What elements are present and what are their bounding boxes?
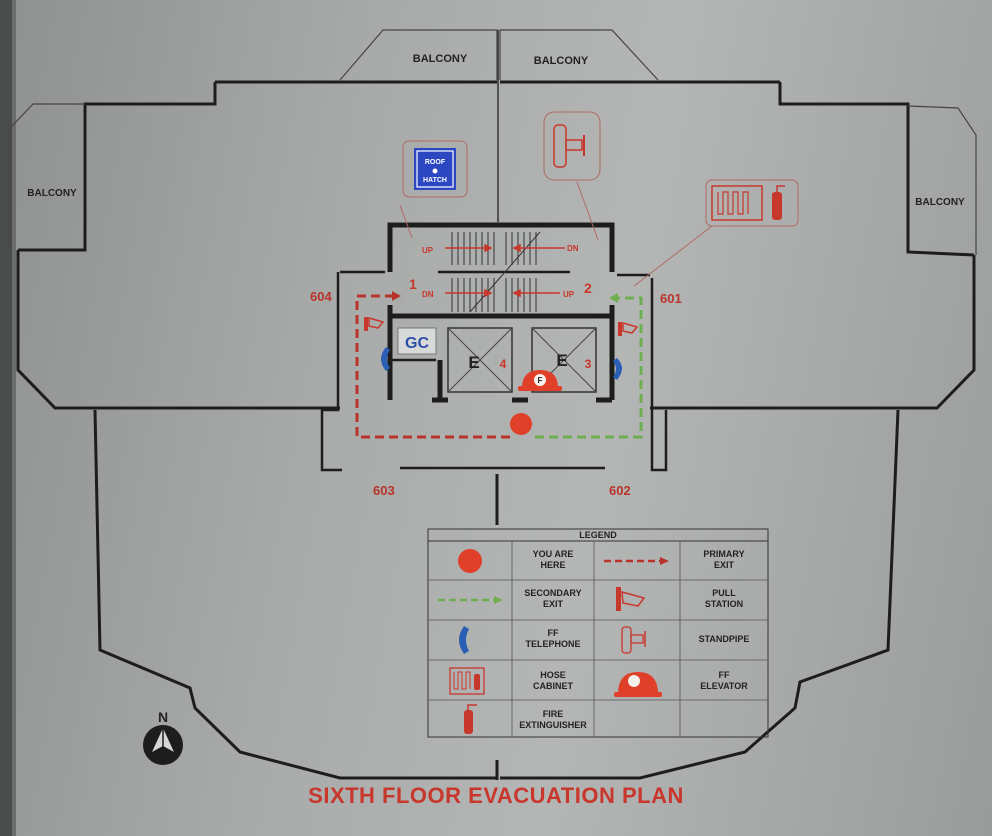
- roof-hatch-line1: ROOF: [425, 159, 446, 166]
- balcony-label-left: BALCONY: [27, 188, 77, 199]
- legend-primary-exit-line1: PRIMARY: [703, 549, 744, 559]
- plate-left-edge: [0, 0, 12, 836]
- ff-elevator-icon: [518, 370, 562, 391]
- pull-station-icon-left: [364, 317, 385, 331]
- legend-secondary-exit-line2: EXIT: [543, 599, 564, 609]
- legend-hose-cabinet-line2: CABINET: [533, 681, 574, 691]
- legend-ff-telephone-line1: FF: [548, 628, 559, 638]
- legend-you-are-here-icon: [458, 549, 482, 573]
- primary-exit-route: [355, 291, 510, 439]
- balcony-right: [907, 105, 977, 255]
- legend-standpipe-icon: [621, 626, 646, 654]
- hose-cabinet-and-extinguisher-icon: [705, 179, 799, 227]
- elevator-number-3: 3: [585, 357, 592, 371]
- legend-ff-elevator-icon: [614, 672, 662, 697]
- secondary-exit-route: [535, 293, 643, 439]
- legend-you-are-here-line2: HERE: [540, 560, 565, 570]
- plan-title: SIXTH FLOOR EVACUATION PLAN: [308, 783, 684, 808]
- stair-up-right: UP: [563, 290, 575, 299]
- legend-primary-exit-line2: EXIT: [714, 560, 735, 570]
- unit-601-label: 601: [660, 291, 682, 306]
- legend-title: LEGEND: [579, 530, 617, 540]
- legend-pull-station-icon: [616, 587, 646, 611]
- you-are-here-marker: [510, 413, 532, 435]
- legend-primary-exit-icon: [604, 557, 669, 565]
- legend-ff-elevator-line2: ELEVATOR: [700, 681, 748, 691]
- elevator-letter-3: E: [556, 351, 567, 370]
- stair-1-label: 1: [409, 276, 417, 292]
- roof-hatch-icon: [402, 140, 468, 198]
- stair-dn-right: DN: [567, 244, 579, 253]
- unit-602-label: 602: [609, 483, 631, 498]
- legend: [427, 528, 769, 738]
- elevator-number-4: 4: [500, 357, 507, 371]
- roof-hatch-line2: HATCH: [423, 177, 447, 184]
- legend-pull-station-line2: STATION: [705, 599, 743, 609]
- legend-hose-cabinet-line1: HOSE: [540, 670, 566, 680]
- elevator-letter-4: E: [468, 353, 479, 372]
- north-arrow-icon: [143, 725, 183, 765]
- legend-standpipe-line1: STANDPIPE: [699, 634, 750, 644]
- legend-ff-telephone-icon: [459, 626, 469, 654]
- elevator-4: [447, 327, 513, 393]
- standpipe-icon: [543, 111, 601, 181]
- ff-telephone-icon-left: [381, 347, 390, 371]
- core-walls: [387, 222, 615, 400]
- unit-604-label: 604: [310, 289, 332, 304]
- stair-dn-left: DN: [422, 290, 434, 299]
- legend-ff-telephone-line2: TELEPHONE: [525, 639, 580, 649]
- balcony-left: [9, 103, 85, 248]
- stair-up-left: UP: [422, 246, 434, 255]
- balcony-label-right: BALCONY: [915, 197, 965, 208]
- legend-you-are-here-line1: YOU ARE: [533, 549, 574, 559]
- balcony-top-left: [339, 29, 498, 81]
- ff-elevator-letter: F: [538, 376, 543, 385]
- legend-fire-extinguisher-line1: FIRE: [543, 709, 564, 719]
- legend-fire-extinguisher-icon: [464, 704, 477, 734]
- unit-603-label: 603: [373, 483, 395, 498]
- legend-pull-station-line1: PULL: [712, 588, 736, 598]
- legend-secondary-exit-line1: SECONDARY: [524, 588, 581, 598]
- pull-station-icon-right: [618, 322, 639, 336]
- legend-secondary-exit-icon: [438, 596, 503, 604]
- balcony-label-top-left: BALCONY: [413, 53, 468, 65]
- north-label: N: [158, 709, 168, 725]
- gc-label: GC: [405, 335, 429, 352]
- legend-fire-extinguisher-line2: EXTINGUISHER: [519, 720, 587, 730]
- balcony-top-right: [499, 29, 659, 81]
- legend-ff-elevator-line1: FF: [719, 670, 730, 680]
- exterior-walls: [16, 80, 976, 780]
- balcony-label-top-right: BALCONY: [534, 55, 589, 67]
- stair-2-label: 2: [584, 280, 592, 296]
- ff-telephone-icon-right: [613, 358, 622, 380]
- legend-hose-cabinet-icon: [449, 667, 485, 695]
